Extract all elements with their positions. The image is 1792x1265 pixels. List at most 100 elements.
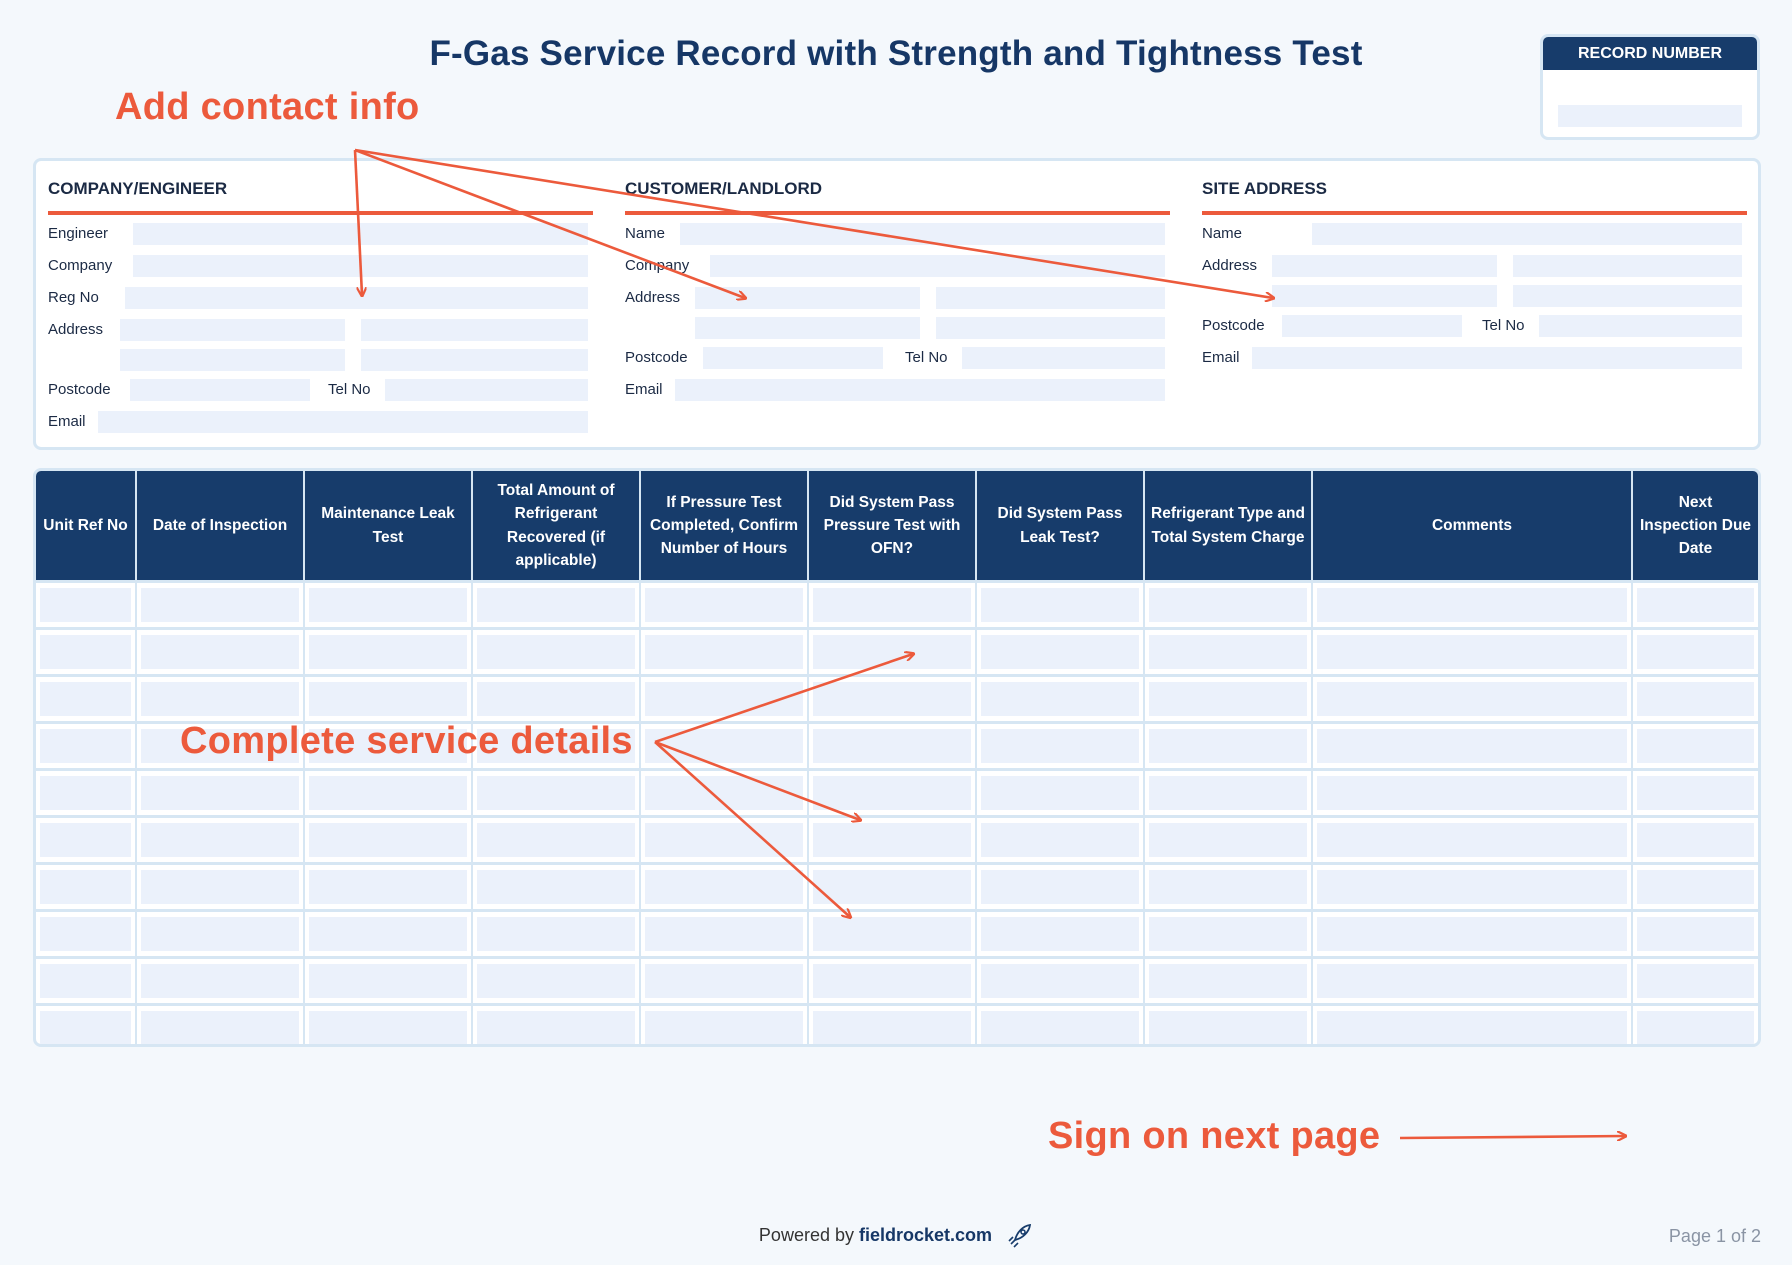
cell-input[interactable] xyxy=(477,964,635,998)
table-cell[interactable] xyxy=(1313,912,1633,956)
cell-input[interactable] xyxy=(813,964,971,998)
table-cell[interactable] xyxy=(473,724,641,768)
cell-input[interactable] xyxy=(1149,588,1307,622)
cell-input[interactable] xyxy=(981,682,1139,716)
cell-input[interactable] xyxy=(141,588,299,622)
table-cell[interactable] xyxy=(137,677,305,721)
site-tel-no-field[interactable] xyxy=(1539,315,1742,337)
table-cell[interactable] xyxy=(977,818,1145,862)
cell-input[interactable] xyxy=(1149,870,1307,904)
cell-input[interactable] xyxy=(981,917,1139,951)
table-cell[interactable] xyxy=(305,630,473,674)
table-cell[interactable] xyxy=(641,865,809,909)
table-cell[interactable] xyxy=(1313,677,1633,721)
cell-input[interactable] xyxy=(40,964,131,998)
cell-input[interactable] xyxy=(1149,682,1307,716)
table-cell[interactable] xyxy=(137,959,305,1003)
cell-input[interactable] xyxy=(981,823,1139,857)
table-cell[interactable] xyxy=(473,959,641,1003)
cell-input[interactable] xyxy=(309,682,467,716)
table-cell[interactable] xyxy=(36,771,137,815)
cell-input[interactable] xyxy=(813,917,971,951)
cell-input[interactable] xyxy=(141,917,299,951)
table-cell[interactable] xyxy=(137,912,305,956)
table-cell[interactable] xyxy=(305,724,473,768)
cell-input[interactable] xyxy=(1317,588,1627,622)
cell-input[interactable] xyxy=(40,917,131,951)
table-cell[interactable] xyxy=(641,959,809,1003)
cell-input[interactable] xyxy=(1149,917,1307,951)
table-cell[interactable] xyxy=(977,1006,1145,1044)
cell-input[interactable] xyxy=(309,917,467,951)
table-cell[interactable] xyxy=(1633,583,1758,627)
table-cell[interactable] xyxy=(1145,865,1313,909)
table-cell[interactable] xyxy=(641,583,809,627)
site-address-line2-field[interactable] xyxy=(1513,255,1742,277)
cell-input[interactable] xyxy=(141,964,299,998)
table-cell[interactable] xyxy=(641,1006,809,1044)
table-cell[interactable] xyxy=(36,677,137,721)
site-address-line1-field[interactable] xyxy=(1272,255,1497,277)
table-cell[interactable] xyxy=(977,771,1145,815)
table-cell[interactable] xyxy=(1145,771,1313,815)
table-cell[interactable] xyxy=(305,912,473,956)
cell-input[interactable] xyxy=(1637,635,1754,669)
customer-postcode-field[interactable] xyxy=(703,347,883,369)
cell-input[interactable] xyxy=(813,635,971,669)
table-cell[interactable] xyxy=(137,630,305,674)
table-cell[interactable] xyxy=(809,818,977,862)
cell-input[interactable] xyxy=(813,729,971,763)
table-cell[interactable] xyxy=(809,865,977,909)
cell-input[interactable] xyxy=(813,682,971,716)
reg-no-field[interactable] xyxy=(125,287,588,309)
table-cell[interactable] xyxy=(137,583,305,627)
cell-input[interactable] xyxy=(309,588,467,622)
cell-input[interactable] xyxy=(813,870,971,904)
cell-input[interactable] xyxy=(477,588,635,622)
table-cell[interactable] xyxy=(1145,677,1313,721)
cell-input[interactable] xyxy=(40,776,131,810)
cell-input[interactable] xyxy=(1317,729,1627,763)
table-cell[interactable] xyxy=(137,771,305,815)
table-cell[interactable] xyxy=(473,677,641,721)
record-number-field[interactable] xyxy=(1558,105,1742,127)
table-cell[interactable] xyxy=(473,1006,641,1044)
cell-input[interactable] xyxy=(1637,823,1754,857)
table-cell[interactable] xyxy=(473,771,641,815)
table-cell[interactable] xyxy=(305,959,473,1003)
table-cell[interactable] xyxy=(1145,1006,1313,1044)
table-cell[interactable] xyxy=(1313,959,1633,1003)
table-cell[interactable] xyxy=(305,771,473,815)
table-cell[interactable] xyxy=(473,583,641,627)
cell-input[interactable] xyxy=(477,776,635,810)
cell-input[interactable] xyxy=(813,588,971,622)
cell-input[interactable] xyxy=(40,635,131,669)
cell-input[interactable] xyxy=(1317,1011,1627,1044)
table-cell[interactable] xyxy=(1633,724,1758,768)
cell-input[interactable] xyxy=(40,729,131,763)
cell-input[interactable] xyxy=(309,1011,467,1044)
cell-input[interactable] xyxy=(981,588,1139,622)
cell-input[interactable] xyxy=(1637,776,1754,810)
table-cell[interactable] xyxy=(305,818,473,862)
table-cell[interactable] xyxy=(1633,1006,1758,1044)
cell-input[interactable] xyxy=(981,729,1139,763)
site-address-line4-field[interactable] xyxy=(1513,285,1742,307)
cell-input[interactable] xyxy=(1317,823,1627,857)
cell-input[interactable] xyxy=(309,635,467,669)
table-cell[interactable] xyxy=(473,818,641,862)
cell-input[interactable] xyxy=(40,588,131,622)
table-cell[interactable] xyxy=(137,865,305,909)
cell-input[interactable] xyxy=(645,964,803,998)
table-cell[interactable] xyxy=(1633,865,1758,909)
cell-input[interactable] xyxy=(645,870,803,904)
cell-input[interactable] xyxy=(40,823,131,857)
site-name-field[interactable] xyxy=(1312,223,1742,245)
table-cell[interactable] xyxy=(473,630,641,674)
table-cell[interactable] xyxy=(1313,771,1633,815)
table-cell[interactable] xyxy=(809,630,977,674)
table-cell[interactable] xyxy=(1313,630,1633,674)
table-cell[interactable] xyxy=(1145,959,1313,1003)
table-cell[interactable] xyxy=(305,865,473,909)
cell-input[interactable] xyxy=(141,729,299,763)
